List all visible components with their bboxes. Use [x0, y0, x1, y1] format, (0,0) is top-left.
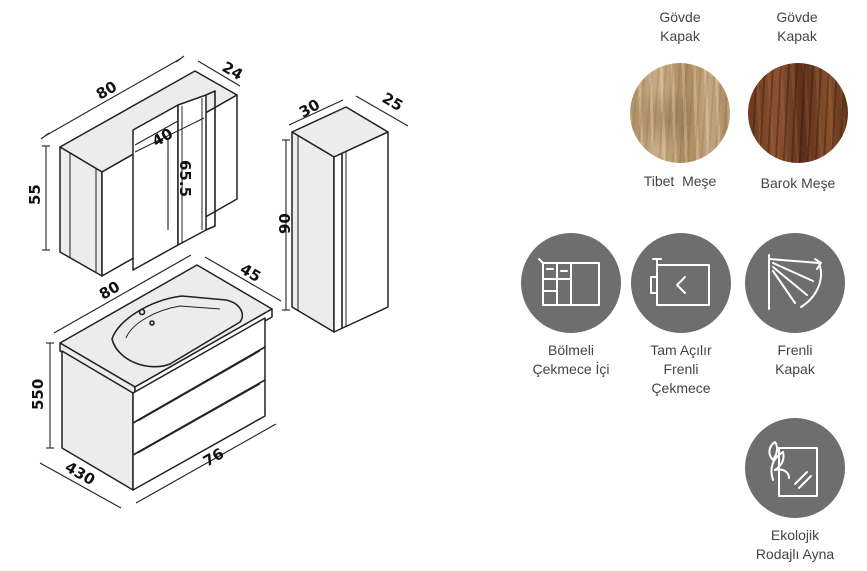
mirror-door-height-label: 65.5	[176, 160, 194, 197]
finish-header-barok: Gövde Kapak	[776, 9, 818, 44]
mirror-width-label: 80	[93, 77, 120, 103]
base-height-label: 550	[29, 379, 47, 410]
base-depth-label: 45	[237, 260, 264, 286]
feature-eco-mirror-label: Ekolojik Rodajlı Ayna	[755, 527, 835, 562]
base-top-width-label: 80	[96, 277, 123, 303]
base-unit-dimension-lines	[39, 254, 282, 509]
base-unit	[59, 264, 273, 491]
tall-width-label: 30	[296, 95, 323, 121]
finish-name-tibet: Tibet Meşe	[643, 173, 717, 189]
mirror-door-panel	[132, 104, 179, 271]
finish-header-tibet: Gövde Kapak	[659, 9, 701, 44]
tall-height-label: 90	[276, 213, 294, 234]
soft-close-door-icon	[745, 233, 845, 333]
finish-name-barok: Barok Meşe	[760, 175, 836, 191]
eco-mirror-icon	[745, 418, 845, 518]
feature-soft-close-door-label: Frenli Kapak	[775, 342, 815, 377]
tall-cabinet	[291, 106, 389, 333]
mirror-dimension-lines	[40, 55, 241, 251]
mirror-depth-label: 24	[219, 58, 246, 84]
tall-cabinet-dimension-lines	[282, 95, 409, 311]
tibet-mese-swatch	[630, 63, 730, 163]
mirror-cabinet	[59, 70, 238, 277]
barok-mese-swatch	[748, 63, 848, 163]
feature-divided-drawer-label: Bölmeli Çekmece İçi	[532, 342, 610, 377]
feature-full-extension-drawer-label: Tam Açılır Frenli Çekmece	[650, 342, 712, 396]
full-extension-drawer-icon	[631, 233, 731, 333]
mirror-height-label: 55	[26, 184, 44, 205]
divided-drawer-icon	[521, 233, 621, 333]
